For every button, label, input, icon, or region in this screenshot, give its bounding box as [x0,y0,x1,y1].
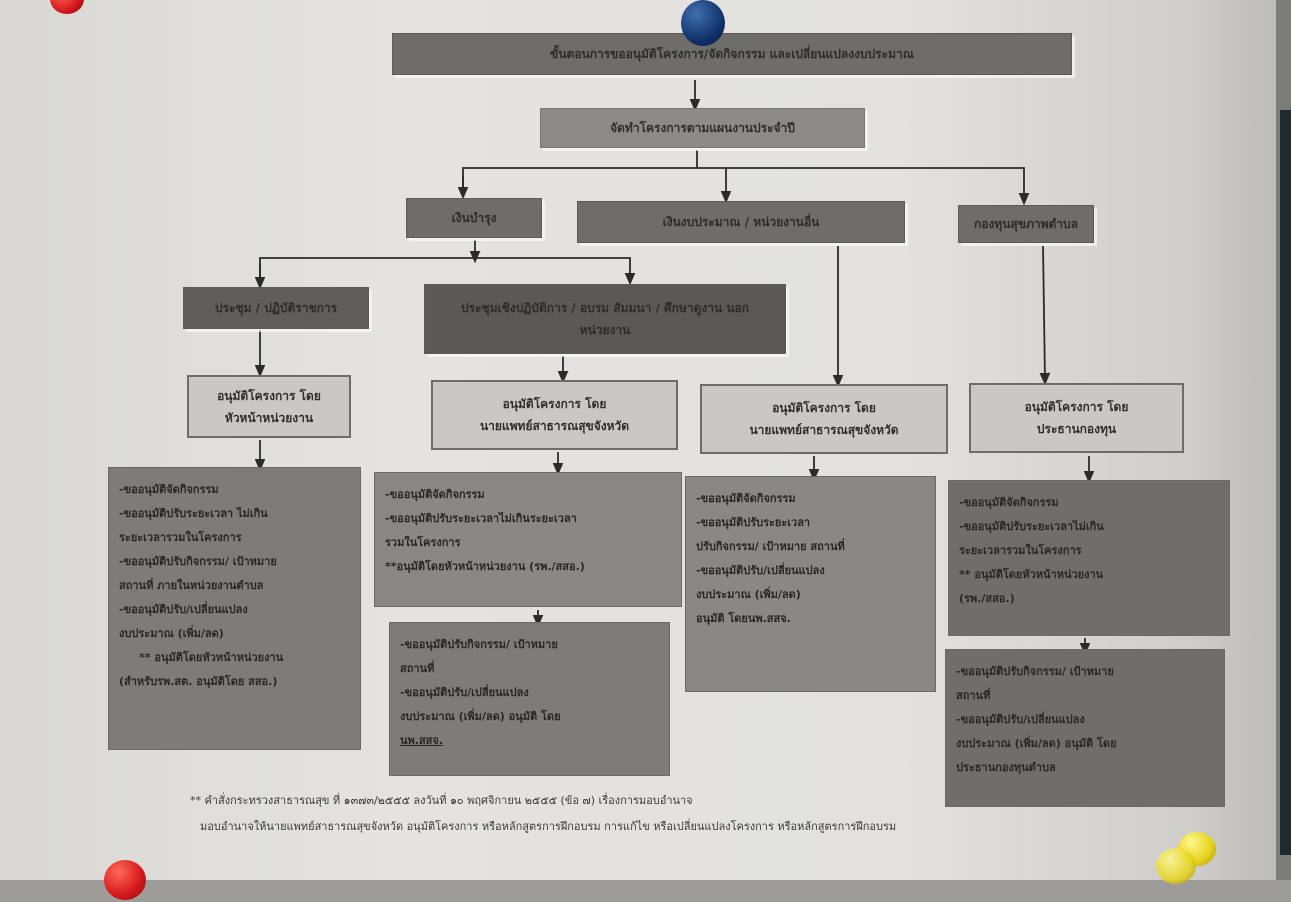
red-pushpin-icon [104,860,146,900]
panel-3-line: นพ.สสจ. [400,734,444,747]
footnote-line-1: ** คำสั่งกระทรวงสาธารณสุข ที่ ๑๓๗๓/๒๕๕๕ … [190,794,693,807]
yellow-pushpin-icon [1156,848,1196,884]
title-box: ขั้นตอนการขออนุมัติโครงการ/จัดกิจกรรม แล… [392,33,1072,75]
detail-panel-4: -ขออนุมัติจัดกิจกรรม -ขออนุมัติปรับระยะเ… [685,476,936,692]
approver-4-line2: ประธานกองทุน [1036,422,1117,436]
training-text: ประชุมเชิงปฏิบัติการ / อบรม สัมมนา / ศึก… [460,301,750,337]
panel-6-line: -ขออนุมัติปรับกิจกรรม/ เป้าหมาย [956,665,1114,678]
panel-3-line: -ขออนุมัติปรับ/เปลี่ยนแปลง [400,686,529,699]
plan-box: จัดทำโครงการตามแผนงานประจำปี [540,108,865,148]
blue-pushpin-icon [681,0,725,46]
approver-2-line1: อนุมัติโครงการ โดย [502,397,607,411]
panel-5-line: -ขออนุมัติจัดกิจกรรม [959,496,1059,509]
panel-5-line: (รพ./สสอ.) [959,592,1015,605]
meeting-box: ประชุม / ปฏิบัติราชการ [183,287,369,329]
panel-4-line: ปรับกิจกรรม/ เป้าหมาย สถานที่ [696,540,845,553]
approver-box-3: อนุมัติโครงการ โดย นายแพทย์สาธารณสุขจังห… [700,384,948,454]
fund-nonbudget-text: เงินงบประมาณ / หน่วยงานอื่น [662,215,820,229]
approver-box-4: อนุมัติโครงการ โดย ประธานกองทุน [969,383,1184,453]
red-pushpin-icon [50,0,84,14]
panel-1-line: -ขออนุมัติปรับกิจกรรม/ เป้าหมาย [119,555,277,568]
approver-box-1: อนุมัติโครงการ โดย หัวหน้าหน่วยงาน [187,375,351,438]
plan-text: จัดทำโครงการตามแผนงานประจำปี [610,121,795,135]
panel-6-line: สถานที่ [956,689,991,702]
panel-1-line: -ขออนุมัติปรับระยะเวลา ไม่เกิน [119,507,268,520]
detail-panel-5: -ขออนุมัติจัดกิจกรรม -ขออนุมัติปรับระยะเ… [948,480,1230,636]
panel-4-line: -ขออนุมัติจัดกิจกรรม [696,492,796,505]
panel-6-line: งบประมาณ (เพิ่ม/ลด) อนุมัติ โดย [956,737,1117,750]
panel-1-line: งบประมาณ (เพิ่ม/ลด) [119,627,224,640]
panel-2-line: -ขออนุมัติปรับระยะเวลาไม่เกินระยะเวลา [385,512,577,525]
panel-1-line: สถานที่ ภายในหน่วยงานตำบล [119,579,264,592]
panel-2-line: รวมในโครงการ [385,536,461,549]
detail-panel-2: -ขออนุมัติจัดกิจกรรม -ขออนุมัติปรับระยะเ… [374,472,682,607]
fund-budget-box: เงินบำรุง [406,198,542,238]
board-frame [1280,110,1291,855]
meeting-text: ประชุม / ปฏิบัติราชการ [214,301,338,315]
detail-panel-3: -ขออนุมัติปรับกิจกรรม/ เป้าหมาย สถานที่ … [389,622,670,776]
fund-committee-box: กองทุนสุขภาพตำบล [958,205,1094,243]
fund-committee-text: กองทุนสุขภาพตำบล [973,217,1079,231]
panel-3-line: สถานที่ [400,662,435,675]
detail-panel-1: -ขออนุมัติจัดกิจกรรม -ขออนุมัติปรับระยะเ… [108,467,361,750]
board-bottom-shadow [0,880,1291,902]
detail-panel-6: -ขออนุมัติปรับกิจกรรม/ เป้าหมาย สถานที่ … [945,649,1225,807]
panel-6-line: ประธานกองทุนตำบล [956,761,1056,774]
approver-3-line1: อนุมัติโครงการ โดย [772,401,876,415]
panel-1-line: -ขออนุมัติจัดกิจกรรม [119,483,219,496]
panel-3-line: งบประมาณ (เพิ่ม/ลด) อนุมัติ โดย [400,710,561,723]
title-text: ขั้นตอนการขออนุมัติโครงการ/จัดกิจกรรม แล… [550,47,914,61]
training-box: ประชุมเชิงปฏิบัติการ / อบรม สัมมนา / ศึก… [424,284,786,354]
approver-1-line2: หัวหน้าหน่วยงาน [224,410,314,425]
approver-2-line2: นายแพทย์สาธารณสุขจังหวัด [479,419,630,433]
panel-6-line: -ขออนุมัติปรับ/เปลี่ยนแปลง [956,713,1085,726]
panel-4-line: -ขออนุมัติปรับ/เปลี่ยนแปลง [696,564,825,577]
footnote-line-2: มอบอำนาจให้นายแพทย์สาธารณสุขจังหวัด อนุม… [200,820,897,833]
panel-1-line: (สำหรับรพ.สต. อนุมัติโดย สสอ.) [119,675,278,688]
panel-5-line: -ขออนุมัติปรับระยะเวลาไม่เกิน [959,520,1104,533]
footnote: ** คำสั่งกระทรวงสาธารณสุข ที่ ๑๓๗๓/๒๕๕๕ … [190,788,1110,840]
panel-3-line: -ขออนุมัติปรับกิจกรรม/ เป้าหมาย [400,638,558,651]
fund-nonbudget-box: เงินงบประมาณ / หน่วยงานอื่น [577,201,905,243]
panel-2-line: **อนุมัติโดยหัวหน้าหน่วยงาน (รพ./สสอ.) [385,560,585,573]
panel-1-line: ระยะเวลารวมในโครงการ [119,531,242,544]
panel-1-line: ** อนุมัติโดยหัวหน้าหน่วยงาน [139,651,284,664]
panel-4-line: งบประมาณ (เพิ่ม/ลด) [696,588,801,601]
approver-1-line1: อนุมัติโครงการ โดย [217,388,321,403]
approver-4-line1: อนุมัติโครงการ โดย [1024,400,1129,414]
panel-5-line: ระยะเวลารวมในโครงการ [959,544,1082,557]
approver-3-line2: นายแพทย์สาธารณสุขจังหวัด [749,423,899,437]
approver-box-2: อนุมัติโครงการ โดย นายแพทย์สาธารณสุขจังห… [431,380,678,450]
panel-5-line: ** อนุมัติโดยหัวหน้าหน่วยงาน [959,568,1104,581]
panel-1-line: -ขออนุมัติปรับ/เปลี่ยนแปลง [119,603,248,616]
panel-4-line: อนุมัติ โดยนพ.สสจ. [696,612,791,625]
fund-budget-text: เงินบำรุง [451,211,497,225]
panel-4-line: -ขออนุมัติปรับระยะเวลา [696,516,811,529]
panel-2-line: -ขออนุมัติจัดกิจกรรม [385,488,485,501]
